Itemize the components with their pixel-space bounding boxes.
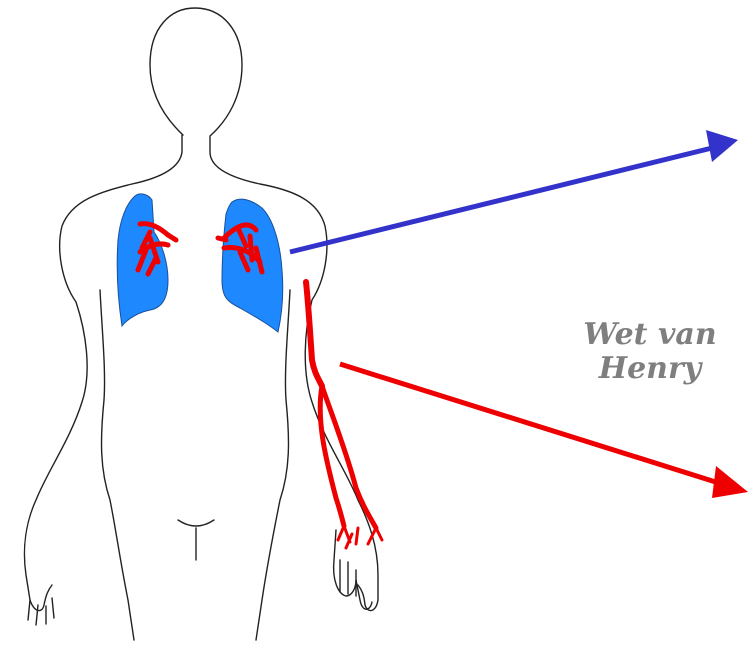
label-line-1: Wet van — [560, 318, 740, 352]
henry-law-label: Wet van Henry — [560, 318, 740, 386]
label-line-2: Henry — [560, 352, 740, 386]
blue-arrow — [290, 130, 738, 252]
human-body-outline — [24, 8, 378, 640]
right-lung — [222, 199, 283, 332]
